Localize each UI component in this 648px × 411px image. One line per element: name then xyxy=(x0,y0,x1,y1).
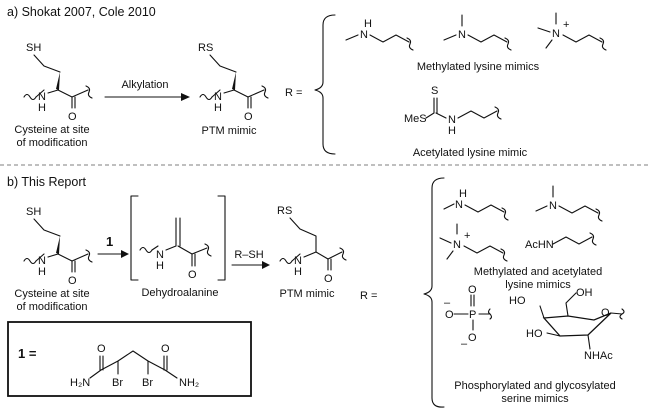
acetyl-lysine-mimic: MeS S N H xyxy=(404,85,502,137)
methylated-lysine-caption: Methylated lysine mimics xyxy=(417,61,540,73)
dha-n-label: N xyxy=(156,249,164,261)
mes-label: MeS xyxy=(404,113,427,125)
ring-o-label: O xyxy=(601,307,610,319)
b-product-h-label: H xyxy=(294,266,302,278)
b-trimethyl-n-label: N xyxy=(453,239,461,251)
dimethyl-n-label: N xyxy=(458,29,466,41)
dibromoadipamide-structure: 1 = H₂N O Br Br O NH₂ xyxy=(18,343,199,389)
dehydroalanine-caption: Dehydroalanine xyxy=(141,287,218,299)
phos-minus-bottom-label: – xyxy=(461,338,468,350)
thiol-label: SH xyxy=(26,42,41,54)
panel-a-brace xyxy=(314,14,336,155)
glcnac-mimic: OH O HO HO NHAc xyxy=(509,287,625,362)
panel-a-header: a) Shokat 2007, Cole 2010 xyxy=(7,5,156,19)
phos-minus-top-label: – xyxy=(444,297,451,309)
panel-a-cysteine-structure: SH N H O xyxy=(23,42,93,123)
reagent-1-arrow-label: 1 xyxy=(106,234,113,249)
panel-a-product-caption: PTM mimic xyxy=(202,125,257,137)
b-dimethyl-n-label: N xyxy=(549,200,557,212)
nhac-label: NHAc xyxy=(584,350,613,362)
panel-b-cysteine-structure: SH N H O xyxy=(23,206,93,287)
b-amine-h-label: H xyxy=(38,266,46,278)
acetyl-s-label: S xyxy=(431,85,438,97)
acetyl-n-label: N xyxy=(448,114,456,126)
trimethyl-n-label: N xyxy=(552,28,560,40)
panel-a-start-caption-2: of modification xyxy=(17,137,88,149)
trimethyl-plus-label: + xyxy=(563,19,569,31)
trimethyl-lysine-mimic: N + xyxy=(537,12,607,51)
dha-h-label: H xyxy=(156,260,164,272)
amide-o-right-label: O xyxy=(161,343,170,355)
dehydroalanine-intermediate: N H O xyxy=(130,195,226,281)
phosphorus-label: P xyxy=(469,309,476,321)
acetyl-h-label: H xyxy=(448,125,456,137)
mono-h-label: H xyxy=(364,18,372,30)
amine-h-label: H xyxy=(38,102,46,114)
panel-a-r-equals: R = xyxy=(285,87,302,99)
acetylated-lysine-caption: Acetylated lysine mimic xyxy=(413,147,528,159)
phosphate-mimic: – O P O O – xyxy=(444,284,493,350)
product-h-label: H xyxy=(214,102,222,114)
phos-o-bottom-label: O xyxy=(468,332,477,344)
left-bracket xyxy=(130,195,139,281)
panel-b-product-caption: PTM mimic xyxy=(280,288,335,300)
b-thiol-label: SH xyxy=(26,206,41,218)
panel-a-start-caption-1: Cysteine at site xyxy=(14,124,89,136)
panel-a-product-structure: RS N H O xyxy=(198,42,269,123)
panel-b-r-equals: R = xyxy=(360,290,377,302)
glc-oh-top-label: OH xyxy=(576,287,593,299)
bromo-right-label: Br xyxy=(142,377,153,389)
reagent-1-label: 1 = xyxy=(18,346,37,361)
b-thioether-label: RS xyxy=(277,205,292,217)
b-product-n-label: N xyxy=(294,255,302,267)
carbonyl-o-label: O xyxy=(68,111,77,123)
achn-label: AcHN xyxy=(525,239,554,251)
product-o-label: O xyxy=(244,111,253,123)
amide-nh2-label: NH₂ xyxy=(179,377,199,389)
serine-mimics-caption-1: Phosphorylated and glycosylated xyxy=(454,380,615,392)
b-amine-n-label: N xyxy=(38,255,46,267)
product-n-label: N xyxy=(214,91,222,103)
lysine-mimics-caption-1: Methylated and acetylated xyxy=(474,266,602,278)
amide-o-left-label: O xyxy=(97,343,106,355)
serine-mimics-caption-2: serine mimics xyxy=(501,393,569,405)
reagent-1-box xyxy=(7,321,252,397)
b-product-o-label: O xyxy=(324,273,333,285)
thiol-addition-label: R–SH xyxy=(234,249,263,261)
b-mono-n-label: N xyxy=(455,199,463,211)
mono-n-label: N xyxy=(360,29,368,41)
panel-b-brace xyxy=(423,177,445,408)
glc-ho-lower-label: HO xyxy=(526,328,543,340)
phos-o-top-label: O xyxy=(468,284,477,296)
b-acetyl-lysine-mimic: AcHN xyxy=(525,232,597,251)
b-monomethyl-lysine-mimic: N H xyxy=(443,188,509,221)
alkylation-label: Alkylation xyxy=(121,79,168,91)
b-dimethyl-lysine-mimic: N xyxy=(535,185,603,222)
panel-b-start-caption-2: of modification xyxy=(17,301,88,313)
amine-n-label: N xyxy=(38,91,46,103)
panel-b-product-structure: RS N H O xyxy=(277,205,347,285)
dha-o-label: O xyxy=(188,269,197,281)
thioether-label: RS xyxy=(198,42,213,54)
panel-b-start-caption-1: Cysteine at site xyxy=(14,288,89,300)
glc-ho-upper-label: HO xyxy=(509,295,526,307)
b-trimethyl-lysine-mimic: N + xyxy=(439,223,508,262)
monomethyl-lysine-mimic: N H xyxy=(345,18,414,51)
phos-o-left-label: O xyxy=(445,309,454,321)
b-trimethyl-plus-label: + xyxy=(464,230,470,242)
dimethyl-lysine-mimic: N xyxy=(443,14,512,51)
panel-b-header: b) This Report xyxy=(7,175,86,189)
b-carbonyl-o-label: O xyxy=(68,275,77,287)
right-bracket xyxy=(217,195,226,281)
lysine-mimics-caption-2: lysine mimics xyxy=(505,279,571,291)
amide-h2n-label: H₂N xyxy=(70,377,90,389)
b-mono-h-label: H xyxy=(459,188,467,200)
bromo-left-label: Br xyxy=(112,377,123,389)
